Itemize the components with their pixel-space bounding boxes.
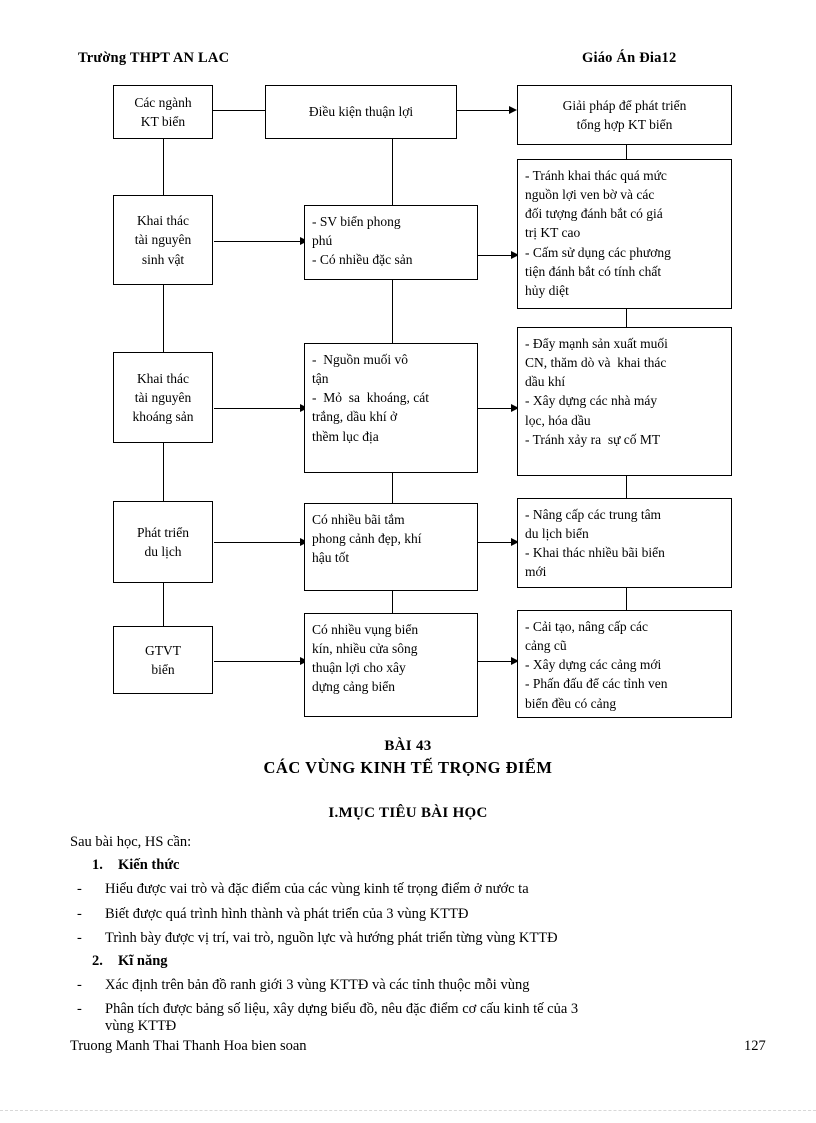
bullet-dash: -	[77, 1001, 82, 1017]
connector-line	[392, 591, 393, 613]
flow-box-text: Giải pháp để phát triển tổng hợp KT biển	[562, 97, 687, 132]
flow-box-text: - Cải tạo, nâng cấp các cảng cũ - Xây dự…	[525, 619, 668, 711]
bullet-item: - Phân tích được bảng số liệu, xây dựng b…	[77, 1001, 579, 1018]
flowchart-diagram: Các ngành KT biển Điều kiện thuận lợi Gi…	[113, 85, 732, 718]
flow-box-text: - Đẩy mạnh sản xuất muối CN, thăm dò và …	[525, 336, 668, 447]
arrow-head-icon	[511, 250, 519, 259]
header-document-title: Giáo Án Đia12	[582, 50, 677, 66]
flow-box-cac-nganh-kt-bien: Các ngành KT biển	[113, 85, 213, 139]
connector-line	[163, 443, 164, 501]
flow-box-sv-bien-phong-phu: - SV biển phong phú - Có nhiều đặc sản	[304, 205, 478, 280]
connector-line	[478, 542, 516, 543]
connector-line	[163, 285, 164, 352]
connector-line	[392, 473, 393, 503]
flow-box-text: - Tránh khai thác quá mức nguồn lợi ven …	[525, 168, 671, 298]
item-heading: Kĩ năng	[118, 953, 168, 969]
list-item-number-1: 1. Kiến thức	[92, 857, 179, 874]
connector-line	[457, 110, 513, 111]
page-bottom-edge	[0, 1110, 816, 1111]
bullet-text: Biết được quá trình hình thành và phát t…	[105, 906, 469, 922]
connector-line	[626, 588, 627, 610]
flow-box-khai-thac-tai-nguyen-khoang-san: Khai thác tài nguyên khoáng sản	[113, 352, 213, 443]
connector-line	[163, 139, 164, 195]
bullet-item: - Biết được quá trình hình thành và phát …	[77, 906, 469, 923]
flow-box-phat-trien-du-lich: Phát triển du lịch	[113, 501, 213, 583]
connector-line	[392, 139, 393, 205]
intro-text: Sau bài học, HS cần:	[70, 834, 192, 850]
flow-box-co-nhieu-vung-bien-kin: Có nhiều vụng biển kín, nhiều cửa sông t…	[304, 613, 478, 717]
bullet-text: Xác định trên bản đồ ranh giới 3 vùng KT…	[105, 977, 530, 993]
connector-line	[214, 661, 304, 662]
flow-box-text: Khai thác tài nguyên sinh vật	[134, 213, 192, 267]
flow-box-text: Khai thác tài nguyên khoáng sản	[132, 370, 194, 425]
footer-page-number: 127	[744, 1038, 766, 1054]
header-school-name: Trường THPT AN LAC	[78, 50, 230, 66]
connector-line	[478, 255, 516, 256]
flow-box-cai-tao-nang-cap-cang: - Cải tạo, nâng cấp các cảng cũ - Xây dự…	[517, 610, 732, 718]
connector-line	[214, 408, 304, 409]
bullet-item: - Trình bày được vị trí, vai trò, nguồn l…	[77, 930, 558, 947]
flow-box-tranh-khai-thac-qua-muc: - Tránh khai thác quá mức nguồn lợi ven …	[517, 159, 732, 309]
bullet-continuation-text: vùng KTTĐ	[105, 1018, 177, 1034]
arrow-head-icon	[511, 656, 519, 665]
item-number: 1.	[92, 857, 103, 873]
flow-box-gtvt-bien: GTVT biển	[113, 626, 213, 694]
bullet-dash: -	[77, 881, 82, 897]
connector-line	[214, 542, 304, 543]
bullet-item: - Xác định trên bản đồ ranh giới 3 vùng K…	[77, 977, 530, 994]
flow-box-co-nhieu-bai-tam: Có nhiều bãi tắm phong cảnh đẹp, khí hậu…	[304, 503, 478, 591]
flow-box-nang-cap-trung-tam-du-lich: - Nâng cấp các trung tâm du lịch biển - …	[517, 498, 732, 588]
flow-box-text: Có nhiều vụng biển kín, nhiều cửa sông t…	[312, 622, 419, 695]
connector-line	[478, 408, 516, 409]
arrow-head-icon	[511, 403, 519, 412]
flow-box-dieu-kien-thuan-loi: Điều kiện thuận lợi	[265, 85, 457, 139]
connector-line	[214, 241, 304, 242]
flow-box-text: - SV biển phong phú - Có nhiều đặc sản	[312, 214, 413, 268]
arrow-head-icon	[509, 105, 517, 114]
bullet-item: - Hiểu được vai trò và đặc điểm của các v…	[77, 881, 529, 898]
item-number: 2.	[92, 953, 103, 969]
arrow-head-icon	[511, 537, 519, 546]
flow-box-khai-thac-tai-nguyen-sinh-vat: Khai thác tài nguyên sinh vật	[113, 195, 213, 285]
bullet-text: Trình bày được vị trí, vai trò, nguồn lự…	[105, 930, 558, 946]
flow-box-text: GTVT biển	[145, 642, 181, 677]
footer-author: Truong Manh Thai Thanh Hoa bien soan	[70, 1038, 307, 1054]
flow-box-text: Các ngành KT biển	[134, 94, 192, 129]
connector-line	[626, 309, 627, 327]
bullet-dash: -	[77, 930, 82, 946]
connector-line	[213, 110, 265, 111]
flow-box-text: Có nhiều bãi tắm phong cảnh đẹp, khí hậu…	[312, 512, 422, 566]
connector-line	[392, 280, 393, 343]
section-heading-muc-tieu: I.MỤC TIÊU BÀI HỌC	[328, 805, 488, 821]
flow-box-nguon-muoi-vo-tan: - Nguồn muối vô tận - Mỏ sa khoáng, cát …	[304, 343, 478, 473]
flow-box-giai-phap-phat-trien: Giải pháp để phát triển tổng hợp KT biển	[517, 85, 732, 145]
flow-box-text: - Nâng cấp các trung tâm du lịch biển - …	[525, 507, 665, 580]
flow-box-text: Điều kiện thuận lợi	[308, 104, 414, 120]
bullet-text: Hiểu được vai trò và đặc điểm của các vù…	[105, 881, 529, 897]
connector-line	[626, 145, 627, 159]
list-item-number-2: 2. Kĩ năng	[92, 953, 168, 970]
connector-line	[478, 661, 516, 662]
item-heading: Kiến thức	[118, 857, 180, 873]
bullet-dash: -	[77, 906, 82, 922]
flow-box-day-manh-san-xuat-muoi: - Đẩy mạnh sản xuất muối CN, thăm dò và …	[517, 327, 732, 476]
flow-box-text: Phát triển du lịch	[136, 524, 190, 559]
flow-box-text: - Nguồn muối vô tận - Mỏ sa khoáng, cát …	[312, 352, 429, 444]
connector-line	[163, 583, 164, 626]
bullet-text: Phân tích được bảng số liệu, xây dựng bi…	[105, 1001, 579, 1017]
connector-line	[626, 476, 627, 498]
bullet-dash: -	[77, 977, 82, 993]
lesson-title-heading: CÁC VÙNG KINH TẾ TRỌNG ĐIỂM	[263, 758, 553, 777]
lesson-number-heading: BÀI 43	[384, 738, 432, 754]
